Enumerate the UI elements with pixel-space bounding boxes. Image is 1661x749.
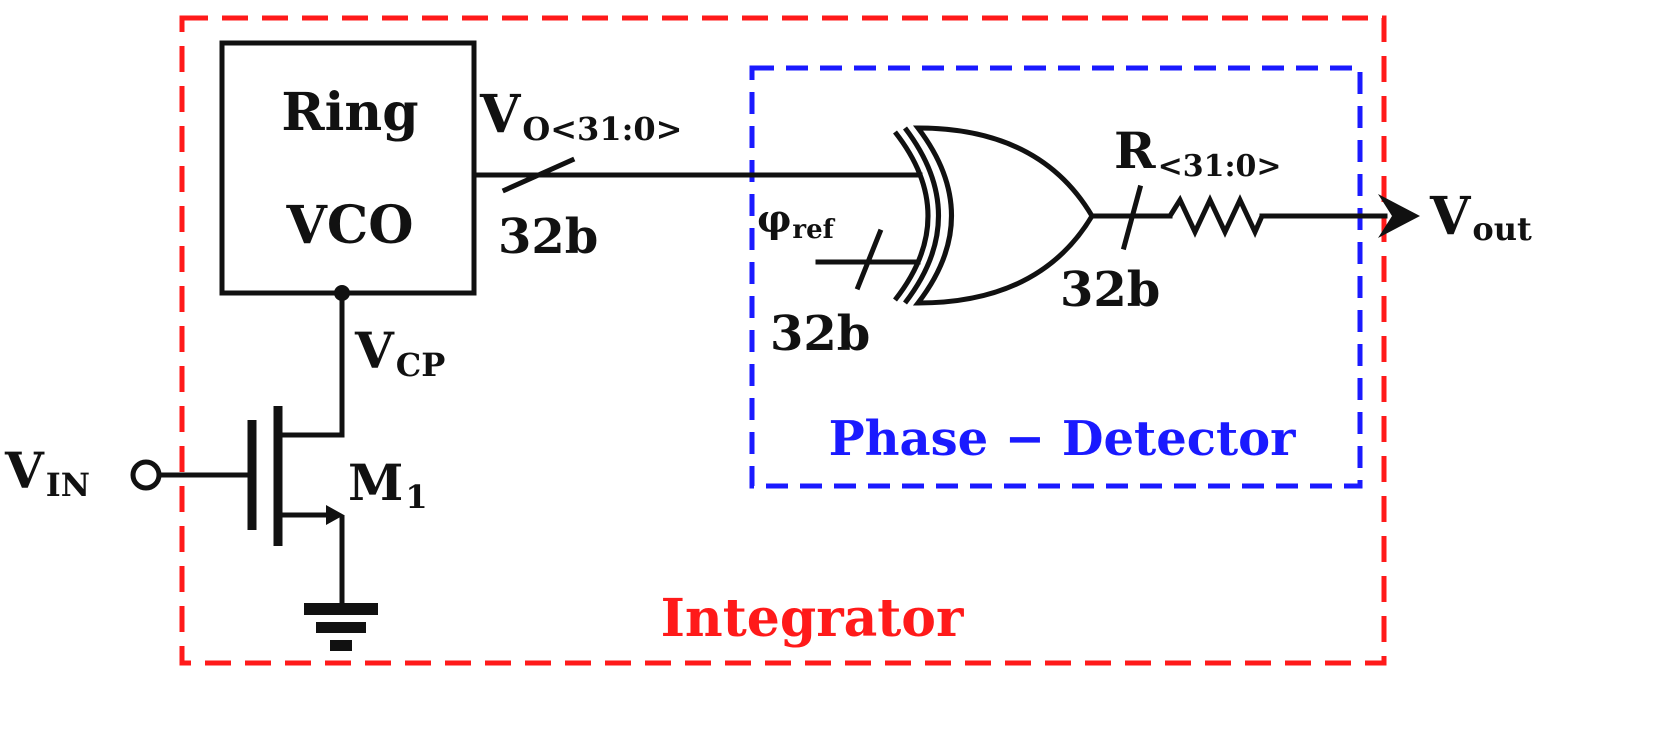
output-label: Vout <box>1429 186 1532 248</box>
ring-vco-block <box>219 40 477 296</box>
vco-label-vco: VCO <box>285 195 413 256</box>
xor-out-width-slash <box>1120 184 1144 251</box>
xor-out-width-label: 32b <box>1060 262 1160 318</box>
vin-terminal <box>130 459 162 491</box>
xor-gate-icon <box>893 125 1095 306</box>
ground-icon <box>304 603 378 651</box>
transistor-label: M1 <box>348 453 428 516</box>
arrow-right-icon <box>1378 194 1420 238</box>
vco-output-label: VO<31:0> <box>479 84 682 148</box>
phi-ref-width-label: 32b <box>770 306 870 362</box>
phi-ref-label: φref <box>757 196 836 245</box>
nmos-transistor-icon <box>247 406 345 605</box>
resistor-label: R<31:0> <box>1114 121 1282 184</box>
resistor-icon <box>1167 194 1265 239</box>
vin-label: VIN <box>4 441 90 504</box>
vco-bus-width-label: 32b <box>498 209 598 265</box>
integrator-label: Integrator <box>661 588 964 649</box>
vco-label-ring: Ring <box>281 82 418 143</box>
vco-bus-width-slash <box>501 156 576 194</box>
phase-detector-boundary <box>749 65 1363 489</box>
phase-detector-label: Phase − Detector <box>829 411 1297 467</box>
integrator-boundary <box>179 15 1387 666</box>
phi-ref-width-slash <box>854 228 884 291</box>
vcp-label: VCP <box>354 321 445 384</box>
